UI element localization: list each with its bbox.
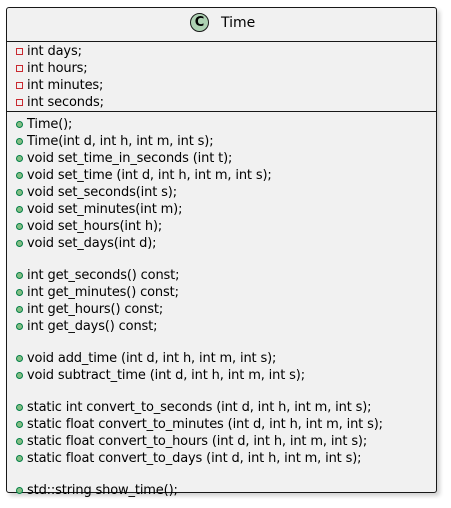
- member-text: int get_seconds() const;: [27, 268, 180, 283]
- public-visibility-icon: [16, 289, 23, 296]
- private-visibility-icon: [16, 65, 23, 72]
- member-text: std::string show_time();: [27, 483, 178, 498]
- method-row: void set_hours(int h);: [7, 218, 436, 235]
- public-visibility-icon: [16, 306, 23, 313]
- method-row: std::string show_time();: [7, 482, 436, 499]
- member-text: int get_days() const;: [27, 319, 158, 334]
- fields-divider: [7, 111, 436, 112]
- public-visibility-icon: [16, 121, 23, 128]
- member-text: int hours;: [27, 61, 88, 76]
- public-visibility-icon: [16, 487, 23, 494]
- method-row: static float convert_to_days (int d, int…: [7, 450, 436, 467]
- public-visibility-icon: [16, 189, 23, 196]
- public-visibility-icon: [16, 455, 23, 462]
- public-visibility-icon: [16, 404, 23, 411]
- private-visibility-icon: [16, 99, 23, 106]
- member-spacer: [7, 384, 436, 399]
- method-row: int get_seconds() const;: [7, 267, 436, 284]
- method-row: void set_time_in_seconds (int t);: [7, 150, 436, 167]
- member-text: void add_time (int d, int h, int m, int …: [27, 351, 277, 366]
- field-row: int minutes;: [7, 77, 436, 94]
- header-divider: [7, 41, 436, 42]
- public-visibility-icon: [16, 355, 23, 362]
- public-visibility-icon: [16, 206, 23, 213]
- member-text: void set_days(int d);: [27, 236, 157, 251]
- member-text: int get_hours() const;: [27, 302, 164, 317]
- field-row: int hours;: [7, 60, 436, 77]
- private-visibility-icon: [16, 48, 23, 55]
- member-text: void set_hours(int h);: [27, 219, 163, 234]
- member-spacer: [7, 335, 436, 350]
- public-visibility-icon: [16, 240, 23, 247]
- member-text: int minutes;: [27, 78, 104, 93]
- member-text: int days;: [27, 44, 82, 59]
- member-text: void set_time (int d, int h, int m, int …: [27, 168, 272, 183]
- method-row: int get_hours() const;: [7, 301, 436, 318]
- member-text: void set_time_in_seconds (int t);: [27, 151, 233, 166]
- class-header: C Time: [7, 8, 436, 41]
- class-stereotype-icon: C: [190, 13, 209, 32]
- method-row: void set_minutes(int m);: [7, 201, 436, 218]
- member-text: void subtract_time (int d, int h, int m,…: [27, 368, 305, 383]
- member-text: static float convert_to_hours (int d, in…: [27, 434, 368, 449]
- method-row: int get_minutes() const;: [7, 284, 436, 301]
- method-row: void subtract_time (int d, int h, int m,…: [7, 367, 436, 384]
- public-visibility-icon: [16, 155, 23, 162]
- method-row: void add_time (int d, int h, int m, int …: [7, 350, 436, 367]
- class-box-time[interactable]: C Time int days;int hours;int minutes;in…: [6, 7, 437, 498]
- public-visibility-icon: [16, 323, 23, 330]
- class-name: Time: [221, 15, 256, 31]
- public-visibility-icon: [16, 372, 23, 379]
- method-row: Time();: [7, 116, 436, 133]
- private-visibility-icon: [16, 82, 23, 89]
- field-row: int days;: [7, 43, 436, 60]
- fields-section: int days; int hours; int minutes; int secon…: [7, 43, 436, 111]
- member-text: void set_seconds(int s);: [27, 185, 177, 200]
- public-visibility-icon: [16, 138, 23, 145]
- public-visibility-icon: [16, 438, 23, 445]
- public-visibility-icon: [16, 421, 23, 428]
- method-row: static float convert_to_hours (int d, in…: [7, 433, 436, 450]
- public-visibility-icon: [16, 272, 23, 279]
- method-row: void set_days(int d);: [7, 235, 436, 252]
- method-row: int get_days() const;: [7, 318, 436, 335]
- methods-section: Time(); Time(int d, int h, int m, int s);…: [7, 116, 436, 499]
- public-visibility-icon: [16, 172, 23, 179]
- member-text: static int convert_to_seconds (int d, in…: [27, 400, 372, 415]
- member-text: Time(int d, int h, int m, int s);: [27, 134, 214, 149]
- member-text: static float convert_to_minutes (int d, …: [27, 417, 383, 432]
- member-text: void set_minutes(int m);: [27, 202, 183, 217]
- member-spacer: [7, 467, 436, 482]
- member-text: static float convert_to_days (int d, int…: [27, 451, 362, 466]
- method-row: void set_time (int d, int h, int m, int …: [7, 167, 436, 184]
- method-row: void set_seconds(int s);: [7, 184, 436, 201]
- method-row: static float convert_to_minutes (int d, …: [7, 416, 436, 433]
- member-text: Time();: [27, 117, 73, 132]
- class-stereotype-letter: C: [194, 15, 205, 30]
- method-row: Time(int d, int h, int m, int s);: [7, 133, 436, 150]
- member-text: int seconds;: [27, 95, 104, 110]
- public-visibility-icon: [16, 223, 23, 230]
- method-row: static int convert_to_seconds (int d, in…: [7, 399, 436, 416]
- member-spacer: [7, 252, 436, 267]
- field-row: int seconds;: [7, 94, 436, 111]
- member-text: int get_minutes() const;: [27, 285, 179, 300]
